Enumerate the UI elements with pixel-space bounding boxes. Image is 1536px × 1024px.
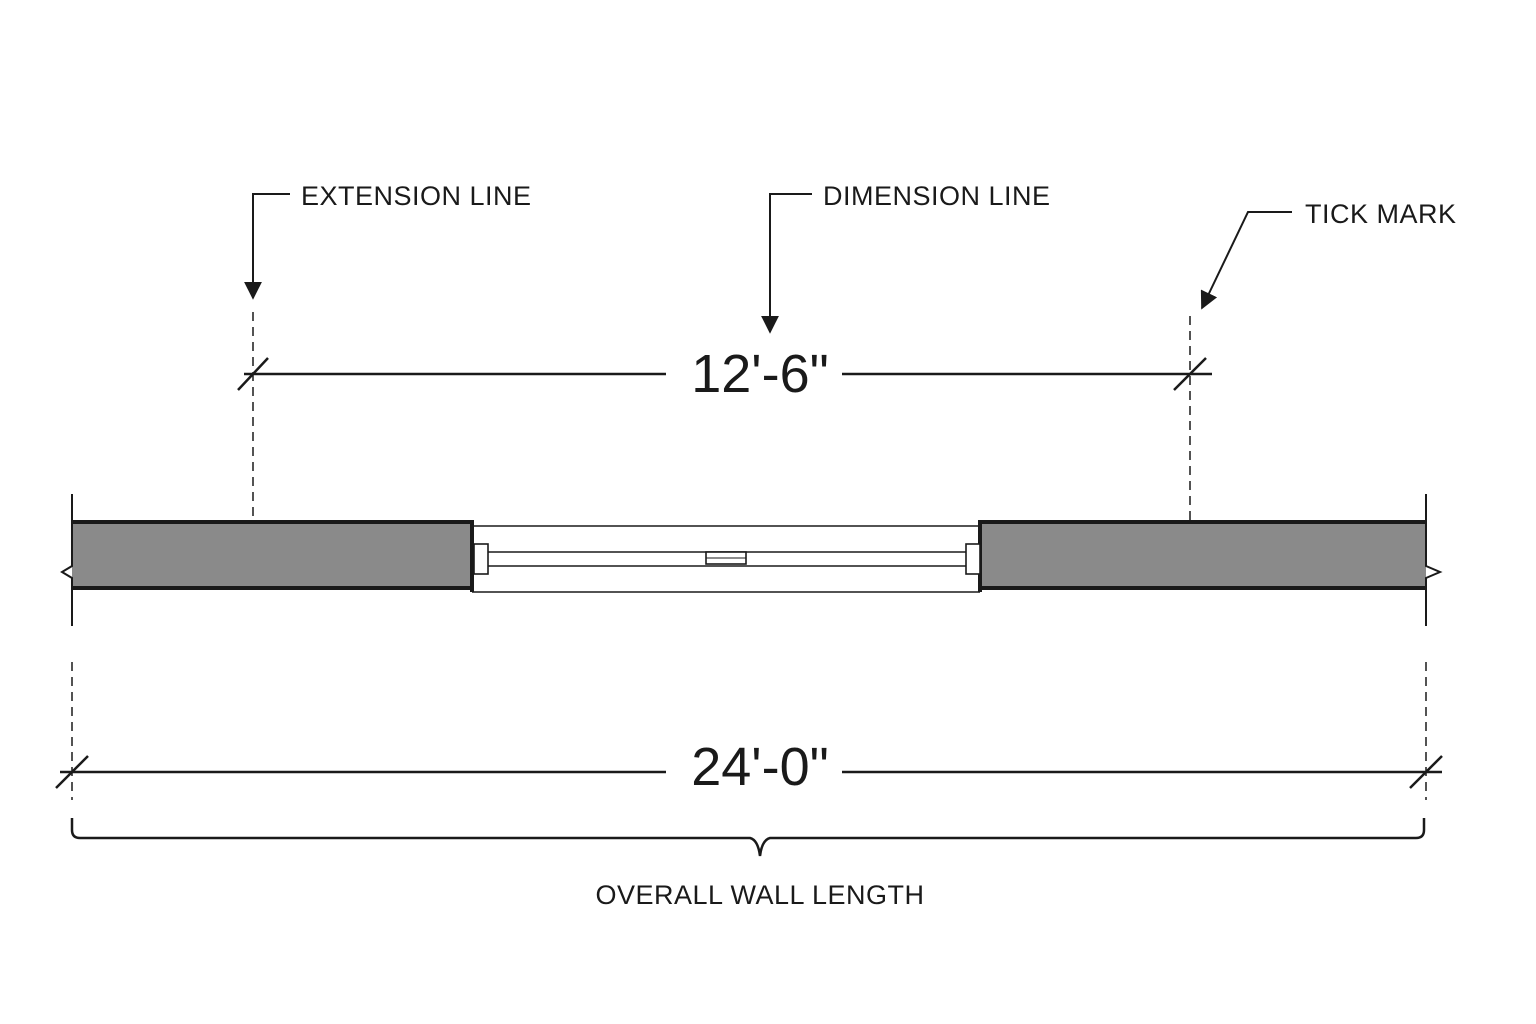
extension-line-label: EXTENSION LINE bbox=[301, 181, 532, 211]
window-opening bbox=[472, 525, 981, 593]
extension-line-leader bbox=[244, 193, 290, 300]
tick-mark-label: TICK MARK bbox=[1305, 199, 1457, 229]
overall-wall-length-caption: OVERALL WALL LENGTH bbox=[595, 880, 924, 910]
overall-brace bbox=[70, 818, 1426, 857]
wall-right bbox=[978, 494, 1443, 626]
tick-mark-right bbox=[1173, 357, 1207, 391]
tick-mark-left bbox=[237, 357, 269, 391]
extension-lines bbox=[71, 312, 1427, 800]
overall-dimension-text: 24'-0" bbox=[691, 737, 829, 797]
dimension-line-label: DIMENSION LINE bbox=[823, 181, 1051, 211]
dimension-line-overall bbox=[55, 755, 1443, 789]
dimension-line-leader bbox=[761, 193, 812, 334]
partial-dimension-text: 12'-6" bbox=[691, 344, 829, 404]
tick-mark-leader bbox=[1200, 211, 1292, 310]
dimension-line-partial bbox=[237, 357, 1212, 391]
wall-left bbox=[60, 494, 474, 626]
